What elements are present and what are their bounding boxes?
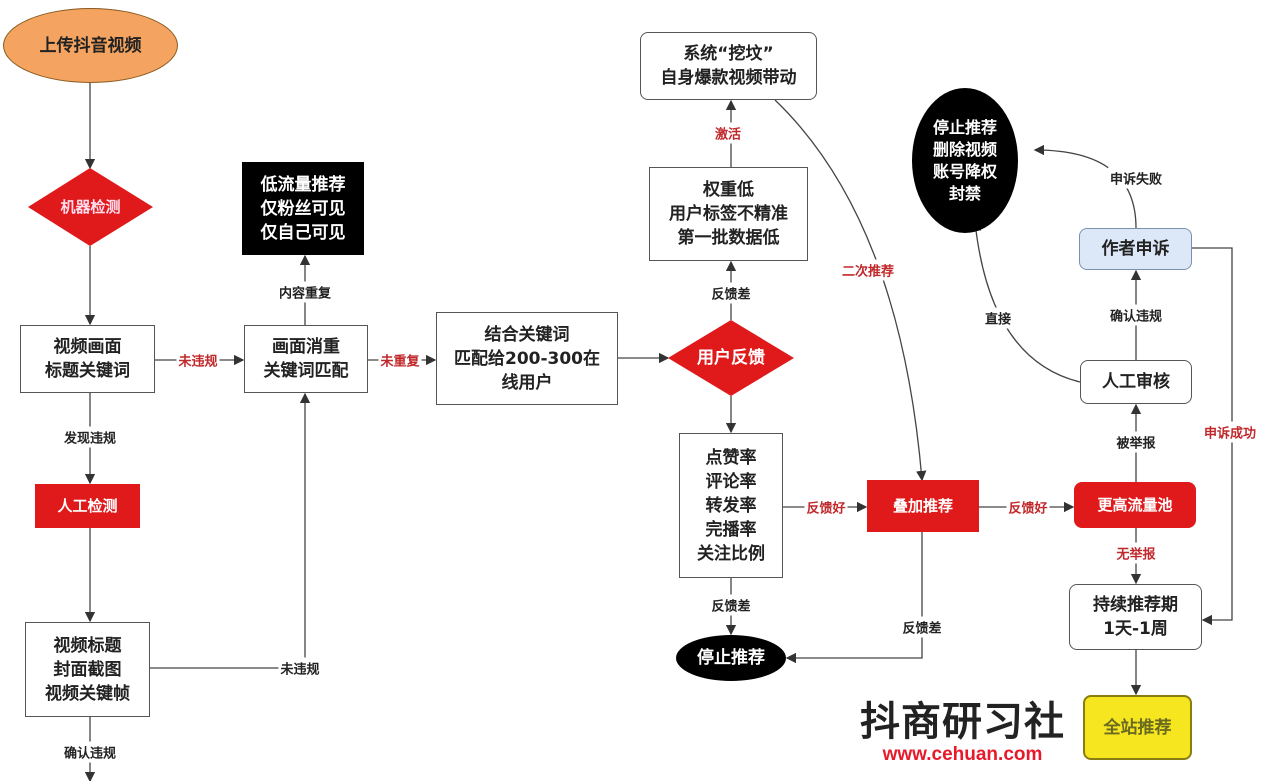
label-feedback-bad-1: 反馈差 bbox=[709, 282, 753, 304]
manual-review-node: 人工审核 bbox=[1080, 360, 1192, 404]
label-confirm-violation-2: 确认违规 bbox=[61, 741, 119, 763]
label-feedback-bad-2: 反馈差 bbox=[709, 594, 753, 616]
label-feedback-bad-3: 反馈差 bbox=[900, 616, 944, 638]
metrics-node: 点赞率 评论率 转发率 完播率 关注比例 bbox=[679, 433, 783, 578]
label-feedback-good-2: 反馈好 bbox=[1006, 496, 1050, 518]
stack-recommend-node: 叠加推荐 bbox=[867, 480, 979, 532]
site-wide-node: 全站推荐 bbox=[1083, 695, 1192, 760]
manual-check-node: 人工检测 bbox=[35, 484, 140, 528]
match-users-node: 结合关键词 匹配给200-300在 线用户 bbox=[436, 312, 618, 405]
author-appeal-node: 作者申诉 bbox=[1079, 228, 1192, 270]
dig-grave-node: 系统“挖坟” 自身爆款视频带动 bbox=[640, 32, 817, 100]
label-confirm-violation-1: 确认违规 bbox=[1107, 304, 1165, 326]
label-not-dup: 未重复 bbox=[378, 349, 422, 371]
label-dup-content: 内容重复 bbox=[276, 281, 334, 303]
label-no-violation-2: 未违规 bbox=[278, 657, 322, 679]
upload-node: 上传抖音视频 bbox=[3, 8, 178, 83]
label-second-rec: 二次推荐 bbox=[839, 259, 897, 281]
dedupe-node: 画面消重 关键词匹配 bbox=[244, 325, 368, 393]
watermark-url: www.cehuan.com bbox=[882, 744, 1043, 765]
watermark-name: 抖商研习社 bbox=[860, 699, 1065, 745]
low-traffic-node: 低流量推荐 仅粉丝可见 仅自己可见 bbox=[242, 162, 364, 255]
frame-title-node: 视频画面 标题关键词 bbox=[20, 325, 155, 393]
label-no-report: 无举报 bbox=[1114, 542, 1158, 564]
user-feedback-label: 用户反馈 bbox=[697, 348, 765, 368]
low-weight-node: 权重低 用户标签不精准 第一批数据低 bbox=[649, 167, 808, 261]
continued-node: 持续推荐期 1天-1周 bbox=[1069, 584, 1202, 650]
watermark: 抖商研习社 www.cehuan.com bbox=[855, 700, 1070, 766]
title-cover-node: 视频标题 封面截图 视频关键帧 bbox=[25, 622, 150, 717]
machine-check-label: 机器检测 bbox=[60, 198, 121, 216]
label-feedback-good-1: 反馈好 bbox=[804, 496, 848, 518]
machine-check-diamond: 机器检测 bbox=[28, 168, 153, 246]
ban-node: 停止推荐 删除视频 账号降权 封禁 bbox=[912, 88, 1018, 233]
user-feedback-diamond: 用户反馈 bbox=[668, 320, 794, 396]
label-direct: 直接 bbox=[982, 307, 1014, 329]
label-no-violation-1: 未违规 bbox=[176, 349, 220, 371]
label-activate: 激活 bbox=[712, 122, 744, 144]
label-appeal-success: 申诉成功 bbox=[1201, 421, 1259, 443]
stop-recommend-node: 停止推荐 bbox=[676, 635, 786, 681]
label-reported: 被举报 bbox=[1114, 431, 1158, 453]
label-found-violation: 发现违规 bbox=[61, 426, 119, 448]
higher-pool-node: 更高流量池 bbox=[1074, 482, 1196, 528]
label-appeal-fail: 申诉失败 bbox=[1107, 167, 1165, 189]
